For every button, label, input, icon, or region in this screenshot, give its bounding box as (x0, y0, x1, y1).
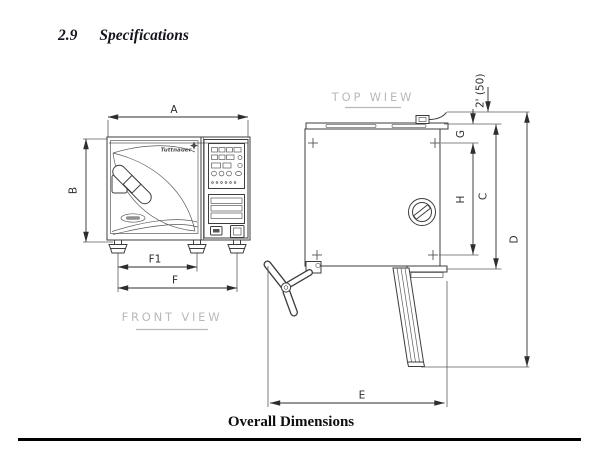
figure-caption: Overall Dimensions (227, 414, 355, 430)
brand-logo-text: Tuttnauer (161, 148, 193, 154)
dim-label-f1: F1 (149, 254, 162, 266)
dim-label-h: H (455, 196, 467, 204)
dim-h: H (455, 143, 476, 255)
mounting-marks (308, 138, 440, 260)
brand-logo: Tuttnauer (161, 141, 198, 154)
autoclave-body-top (304, 111, 449, 278)
top-view: TOP WIEW (263, 74, 530, 407)
door-frame-edge (406, 265, 448, 273)
front-view-label-text: FRONT VIEW (122, 310, 223, 324)
section-number: 2.9 (58, 27, 78, 44)
dim-c: C (478, 124, 499, 269)
front-dimensions: A B F1 F (68, 104, 249, 292)
door-handle-front (111, 164, 152, 205)
power-switches (210, 225, 245, 238)
foot-right (227, 239, 247, 254)
dim-label-g: G (455, 130, 467, 138)
lid-knob (408, 198, 436, 226)
control-panel-buttons (211, 147, 243, 184)
door-handle-top (263, 260, 322, 317)
top-view-label: TOP WIEW (331, 90, 414, 109)
top-view-label-text: TOP WIEW (331, 90, 414, 104)
dim-a: A (107, 104, 249, 137)
control-panel (203, 139, 249, 239)
dim-d: D (509, 112, 530, 367)
dim-label-b: B (68, 187, 80, 194)
leveling-feet (108, 239, 247, 254)
dim-e: E (267, 266, 448, 407)
section-heading: 2.9 Specifications (58, 27, 189, 45)
dim-g: G (455, 109, 476, 138)
door-badge (120, 213, 146, 223)
dim-label-cord: 2' (50) (475, 74, 487, 108)
front-view-label: FRONT VIEW (122, 310, 223, 331)
front-view: Tuttnauer (68, 104, 251, 331)
door-front: Tuttnauer (110, 140, 199, 235)
foot-middle (187, 239, 207, 254)
dim-label-f: F (172, 275, 178, 287)
section-title: Specifications (99, 27, 189, 44)
dim-cord: 2' (50) (475, 74, 491, 112)
dim-label-c: C (478, 193, 490, 200)
dim-label-a: A (170, 104, 178, 116)
open-door-top (392, 267, 426, 367)
dim-f1: F1 (117, 253, 198, 292)
door-frame-edge-2 (410, 272, 444, 278)
dim-label-e: E (359, 390, 366, 402)
printer-slot (208, 194, 245, 224)
footer-rule (18, 438, 581, 441)
top-dimensions: 2' (50) G H C D (267, 74, 530, 407)
dim-b: B (68, 138, 113, 243)
dim-f: F (117, 253, 238, 292)
brand-sparkle-icon (190, 141, 198, 150)
power-cord (415, 111, 447, 124)
foot-left (108, 239, 128, 254)
dim-label-d: D (509, 235, 521, 243)
